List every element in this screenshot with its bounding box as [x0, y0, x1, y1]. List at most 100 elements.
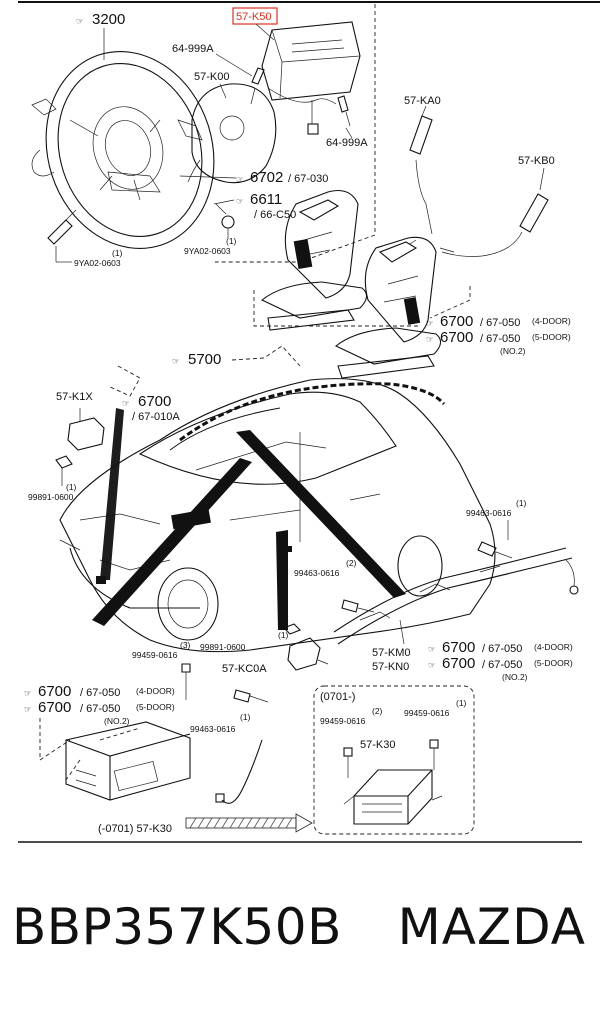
leader-wedge-3	[276, 530, 288, 630]
callout-no2-e: (NO.2)	[502, 672, 528, 682]
callout-57kc0a: 57-KC0A	[222, 663, 267, 675]
callout-6700-b: ☞ 6700 / 67-050 (5-DOOR) (NO.2)	[426, 329, 571, 356]
callout-57km0: 57-KM0	[372, 647, 411, 659]
leader-wedge-2	[236, 430, 406, 598]
side-airbag-57ka0	[409, 105, 433, 235]
callout-6700-e-text: 6700	[442, 655, 475, 672]
svg-text:☞: ☞	[426, 318, 434, 328]
callout-4door-f: (4-DOOR)	[136, 686, 175, 696]
callout-99891-mid: 99891-0600	[200, 642, 246, 652]
callout-99463-r1-qty: (1)	[516, 498, 527, 508]
part-number: BBP357K50B	[12, 898, 342, 956]
control-module-right	[343, 769, 443, 825]
callout-99463-r1: 99463-0616	[466, 508, 512, 518]
driver-airbag-group-box	[215, 4, 376, 263]
callout-5door-g: (5-DOOR)	[136, 702, 175, 712]
callout-57kb0: 57-KB0	[518, 155, 555, 167]
leader-wedge-4	[100, 408, 124, 580]
bolt-9ya02-right	[215, 203, 235, 238]
brand-name: MAZDA	[397, 898, 586, 956]
svg-text:☞: ☞	[426, 334, 434, 344]
driver-airbag-module	[187, 83, 277, 184]
curtain-airbag-roof	[179, 382, 446, 442]
callout-99891-mid-qty: (1)	[278, 630, 289, 640]
callout-6700-f-text: 6700	[38, 683, 71, 700]
callout-67050-b: / 67-050	[480, 333, 520, 345]
callout-6611-text: 6611	[250, 191, 282, 208]
callout-99459-left: 99459-0616	[132, 650, 178, 660]
callout-64999a-top: 64-999A	[172, 43, 214, 55]
curtain-airbag-assembly	[333, 547, 579, 645]
callout-57kn0: 57-KN0	[372, 661, 409, 673]
callout-99463-r2: 99463-0616	[294, 568, 340, 578]
svg-text:☞: ☞	[24, 704, 32, 714]
svg-text:☞: ☞	[172, 356, 180, 366]
side-airbag-57kb0	[441, 167, 549, 257]
callout-6700-g-text: 6700	[38, 699, 71, 716]
callout-9ya02-left-qty: (1)	[112, 248, 123, 258]
airbag-parts-diagram: ☞ 3200 (1) 9YA02-0603 57-K00 (1) 9YA02-0…	[18, 1, 600, 843]
callout-99463-l-qty: (1)	[240, 712, 251, 722]
front-sensor-57k1x	[55, 408, 105, 486]
callout-99459-left-qty: (3)	[180, 640, 191, 650]
callout-5door-b: (5-DOOR)	[532, 332, 571, 342]
callout-9ya02-right-qty: (1)	[226, 236, 237, 246]
callout-6700-d: ☞ 6700 / 67-050 (4-DOOR)	[428, 639, 573, 656]
callout-5door-e: (5-DOOR)	[534, 658, 573, 668]
callout-6700-c: ☞ 6700 / 67-010A	[122, 393, 180, 423]
passenger-airbag-module	[261, 21, 361, 135]
bolt-64999a-top	[215, 53, 265, 105]
callout-64999a-bottom: 64-999A	[326, 137, 368, 149]
callout-9ya02-left: 9YA02-0603	[74, 258, 121, 268]
callout-6700-c-text: 6700	[138, 393, 171, 410]
callout-67050-a: / 67-050	[480, 317, 520, 329]
bolt-64999a-bottom	[337, 95, 353, 139]
callout-99459-b2: 99459-0616	[404, 708, 450, 718]
callout-6700-a: ☞ 6700 / 67-050 (4-DOOR)	[426, 313, 571, 330]
callout-4door-d: (4-DOOR)	[534, 642, 573, 652]
callout-0701-57k30: (-0701) 57-K30	[98, 823, 172, 835]
svg-text:☞: ☞	[122, 398, 130, 408]
svg-text:☞: ☞	[428, 644, 436, 654]
callout-0701: (0701-)	[320, 691, 355, 703]
product-caption: BBP357K50B MAZDA	[0, 880, 600, 990]
callout-57k00: 57-K00	[194, 71, 229, 83]
callout-5700: ☞ 5700	[172, 345, 301, 368]
bolt-99463-right-2	[341, 599, 375, 613]
callout-3200: ☞ 3200	[76, 11, 125, 60]
callout-67050-d: / 67-050	[482, 643, 522, 655]
callout-6700-d-text: 6700	[442, 639, 475, 656]
callout-99459-b1-qty: (2)	[372, 706, 383, 716]
bolt-99459-box-right	[429, 739, 439, 770]
callout-67010a: / 67-010A	[132, 411, 180, 423]
front-seats	[260, 189, 442, 379]
callout-6702-text: 6702	[250, 169, 283, 186]
seats-group-dashed	[253, 286, 471, 327]
callout-no2-g: (NO.2)	[104, 716, 130, 726]
callout-99463-l: 99463-0616	[190, 724, 236, 734]
callout-6700-f: ☞ 6700 / 67-050 (4-DOOR)	[24, 683, 175, 700]
svg-text:☞: ☞	[236, 174, 244, 184]
callout-67050-g: / 67-050	[80, 703, 120, 715]
callout-57k50-highlight	[232, 7, 278, 25]
side-sensor-57kc0a	[283, 623, 329, 671]
bolt-99459-box-left	[343, 747, 353, 778]
callout-no2-b: (NO.2)	[500, 346, 526, 356]
supersede-arrow	[185, 813, 313, 833]
callout-57k30: 57-K30	[360, 739, 395, 751]
callout-4door-a: (4-DOOR)	[532, 316, 571, 326]
callout-6700-b-text: 6700	[440, 329, 473, 346]
bolt-9ya02-left	[47, 209, 77, 263]
callout-99463-r2-qty: (2)	[346, 558, 357, 568]
module-0701-box	[313, 685, 475, 835]
bolt-99463-right-1	[477, 520, 513, 559]
svg-text:☞: ☞	[76, 16, 84, 26]
callout-9ya02-right: 9YA02-0603	[184, 246, 231, 256]
callout-57k50: 57-K50	[236, 11, 271, 23]
callout-6611: ☞ 6611 / 66-C50	[213, 191, 296, 221]
callout-6700-g: ☞ 6700 / 67-050 (5-DOOR) (NO.2)	[24, 699, 175, 726]
callout-67050-f: / 67-050	[80, 687, 120, 699]
svg-text:☞: ☞	[428, 660, 436, 670]
callout-66c50: / 66-C50	[254, 209, 296, 221]
control-module-left	[65, 721, 191, 801]
